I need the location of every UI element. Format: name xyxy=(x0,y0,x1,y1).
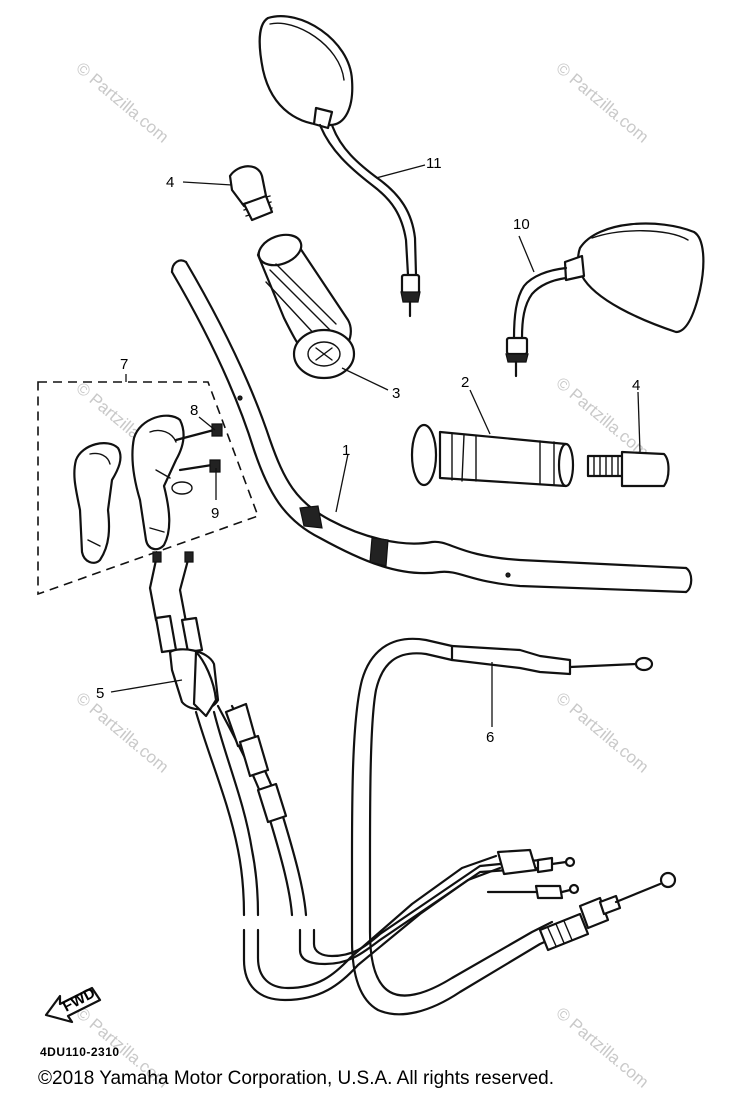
part-number-10: 10 xyxy=(513,216,530,233)
part-number-1: 1 xyxy=(342,442,350,459)
throttle-grip-part xyxy=(256,233,356,380)
part-number-4-upper: 4 xyxy=(166,174,174,191)
lever-holder-assembly-part xyxy=(37,381,260,596)
watermark: © Partzilla.com xyxy=(552,1004,652,1092)
part-number-6: 6 xyxy=(486,729,494,746)
part-number-labels: 4 11 10 3 2 4 1 7 8 9 5 6 xyxy=(96,155,640,746)
part-number-5: 5 xyxy=(96,685,104,702)
copyright-notice: ©2018 Yamaha Motor Corporation, U.S.A. A… xyxy=(38,1068,554,1089)
watermark: © Partzilla.com xyxy=(72,689,172,777)
part-number-7: 7 xyxy=(120,356,128,373)
leader-lines xyxy=(110,164,641,727)
handlebar-grip-part xyxy=(410,423,575,488)
mirror-left-part xyxy=(258,15,421,318)
handlebar-part xyxy=(170,259,693,594)
watermark: © Partzilla.com xyxy=(552,689,652,777)
bar-end-right-part xyxy=(586,450,670,488)
mirror-right-part xyxy=(505,222,705,378)
throttle-cable-part xyxy=(148,551,580,1002)
part-number-9: 9 xyxy=(211,505,219,522)
part-number-2: 2 xyxy=(461,374,469,391)
bar-end-upper-part xyxy=(228,165,274,222)
part-number-11: 11 xyxy=(426,155,442,172)
drawing-code: 4DU110-2310 xyxy=(40,1045,120,1059)
clutch-cable-part xyxy=(350,637,677,1016)
watermark: © Partzilla.com xyxy=(72,59,172,147)
part-number-3: 3 xyxy=(392,385,400,402)
watermark: © Partzilla.com xyxy=(552,59,652,147)
part-number-8: 8 xyxy=(190,402,198,419)
part-number-4-right: 4 xyxy=(632,377,640,394)
